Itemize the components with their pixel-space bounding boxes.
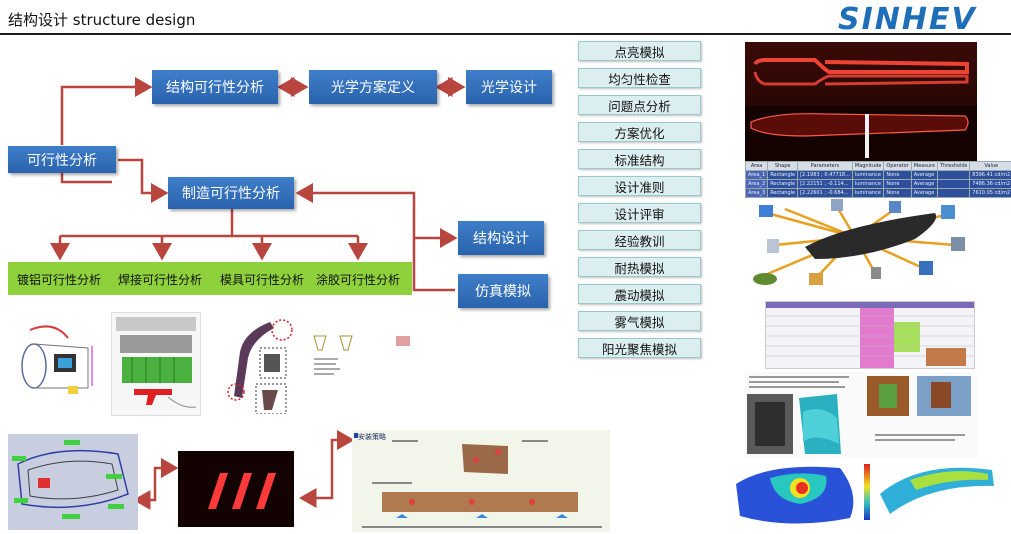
gluing-diagram — [312, 330, 412, 378]
list-item-heat-sim: 耐热模拟 — [578, 257, 701, 277]
design-rules-sheet — [765, 301, 975, 369]
optical-design-box: 光学设计 — [466, 70, 552, 104]
cad-layout-image — [8, 434, 138, 530]
brand-logo: SINHEV — [838, 2, 977, 37]
installation-strategy-panel: 安装策略 — [352, 430, 610, 532]
list-item-issue-analysis: 问题点分析 — [578, 95, 701, 115]
manufacturing-feasibility-box: 制造可行性分析 — [168, 177, 294, 209]
welding-diagram — [111, 312, 201, 416]
list-item-lighting-sim: 点亮模拟 — [578, 41, 701, 61]
optical-definition-box: 光学方案定义 — [309, 70, 437, 104]
thermal-simulation-image — [730, 454, 1007, 532]
mold-feasibility: 模具可行性分析 — [220, 273, 305, 287]
list-item-design-rules: 设计准则 — [578, 176, 701, 196]
structural-feasibility-box: 结构可行性分析 — [152, 70, 278, 104]
mold-diagram — [222, 312, 294, 414]
list-item-vibration-sim: 震动模拟 — [578, 284, 701, 304]
list-item-fog-sim: 雾气模拟 — [578, 311, 701, 331]
header-divider — [0, 33, 1011, 35]
lit-signal-image — [178, 451, 294, 527]
aluminizing-feasibility: 镀铝可行性分析 — [17, 273, 102, 287]
gluing-feasibility: 涂胶可行性分析 — [316, 273, 401, 287]
list-item-design-review: 设计评审 — [578, 203, 701, 223]
structure-design-box: 结构设计 — [458, 221, 544, 255]
standard-parts-diagram — [745, 195, 977, 295]
aluminizing-diagram — [10, 320, 102, 400]
list-item-lessons: 经验教训 — [578, 230, 701, 250]
page-title: 结构设计 structure design — [8, 11, 196, 29]
list-item-optimization: 方案优化 — [578, 122, 701, 142]
welding-feasibility: 焊接可行性分析 — [118, 273, 203, 287]
lit-lamp-image — [745, 42, 977, 162]
simulation-box: 仿真模拟 — [458, 274, 548, 308]
list-item-sun-focus-sim: 阳光聚焦模拟 — [578, 338, 701, 358]
lessons-learned-images — [745, 372, 977, 458]
feasibility-box: 可行性分析 — [8, 146, 116, 173]
list-item-standard-structure: 标准结构 — [578, 149, 701, 169]
install-panel-title: 安装策略 — [358, 433, 386, 441]
list-item-uniformity: 均匀性检查 — [578, 68, 701, 88]
sub-feasibility-bar — [8, 262, 412, 295]
